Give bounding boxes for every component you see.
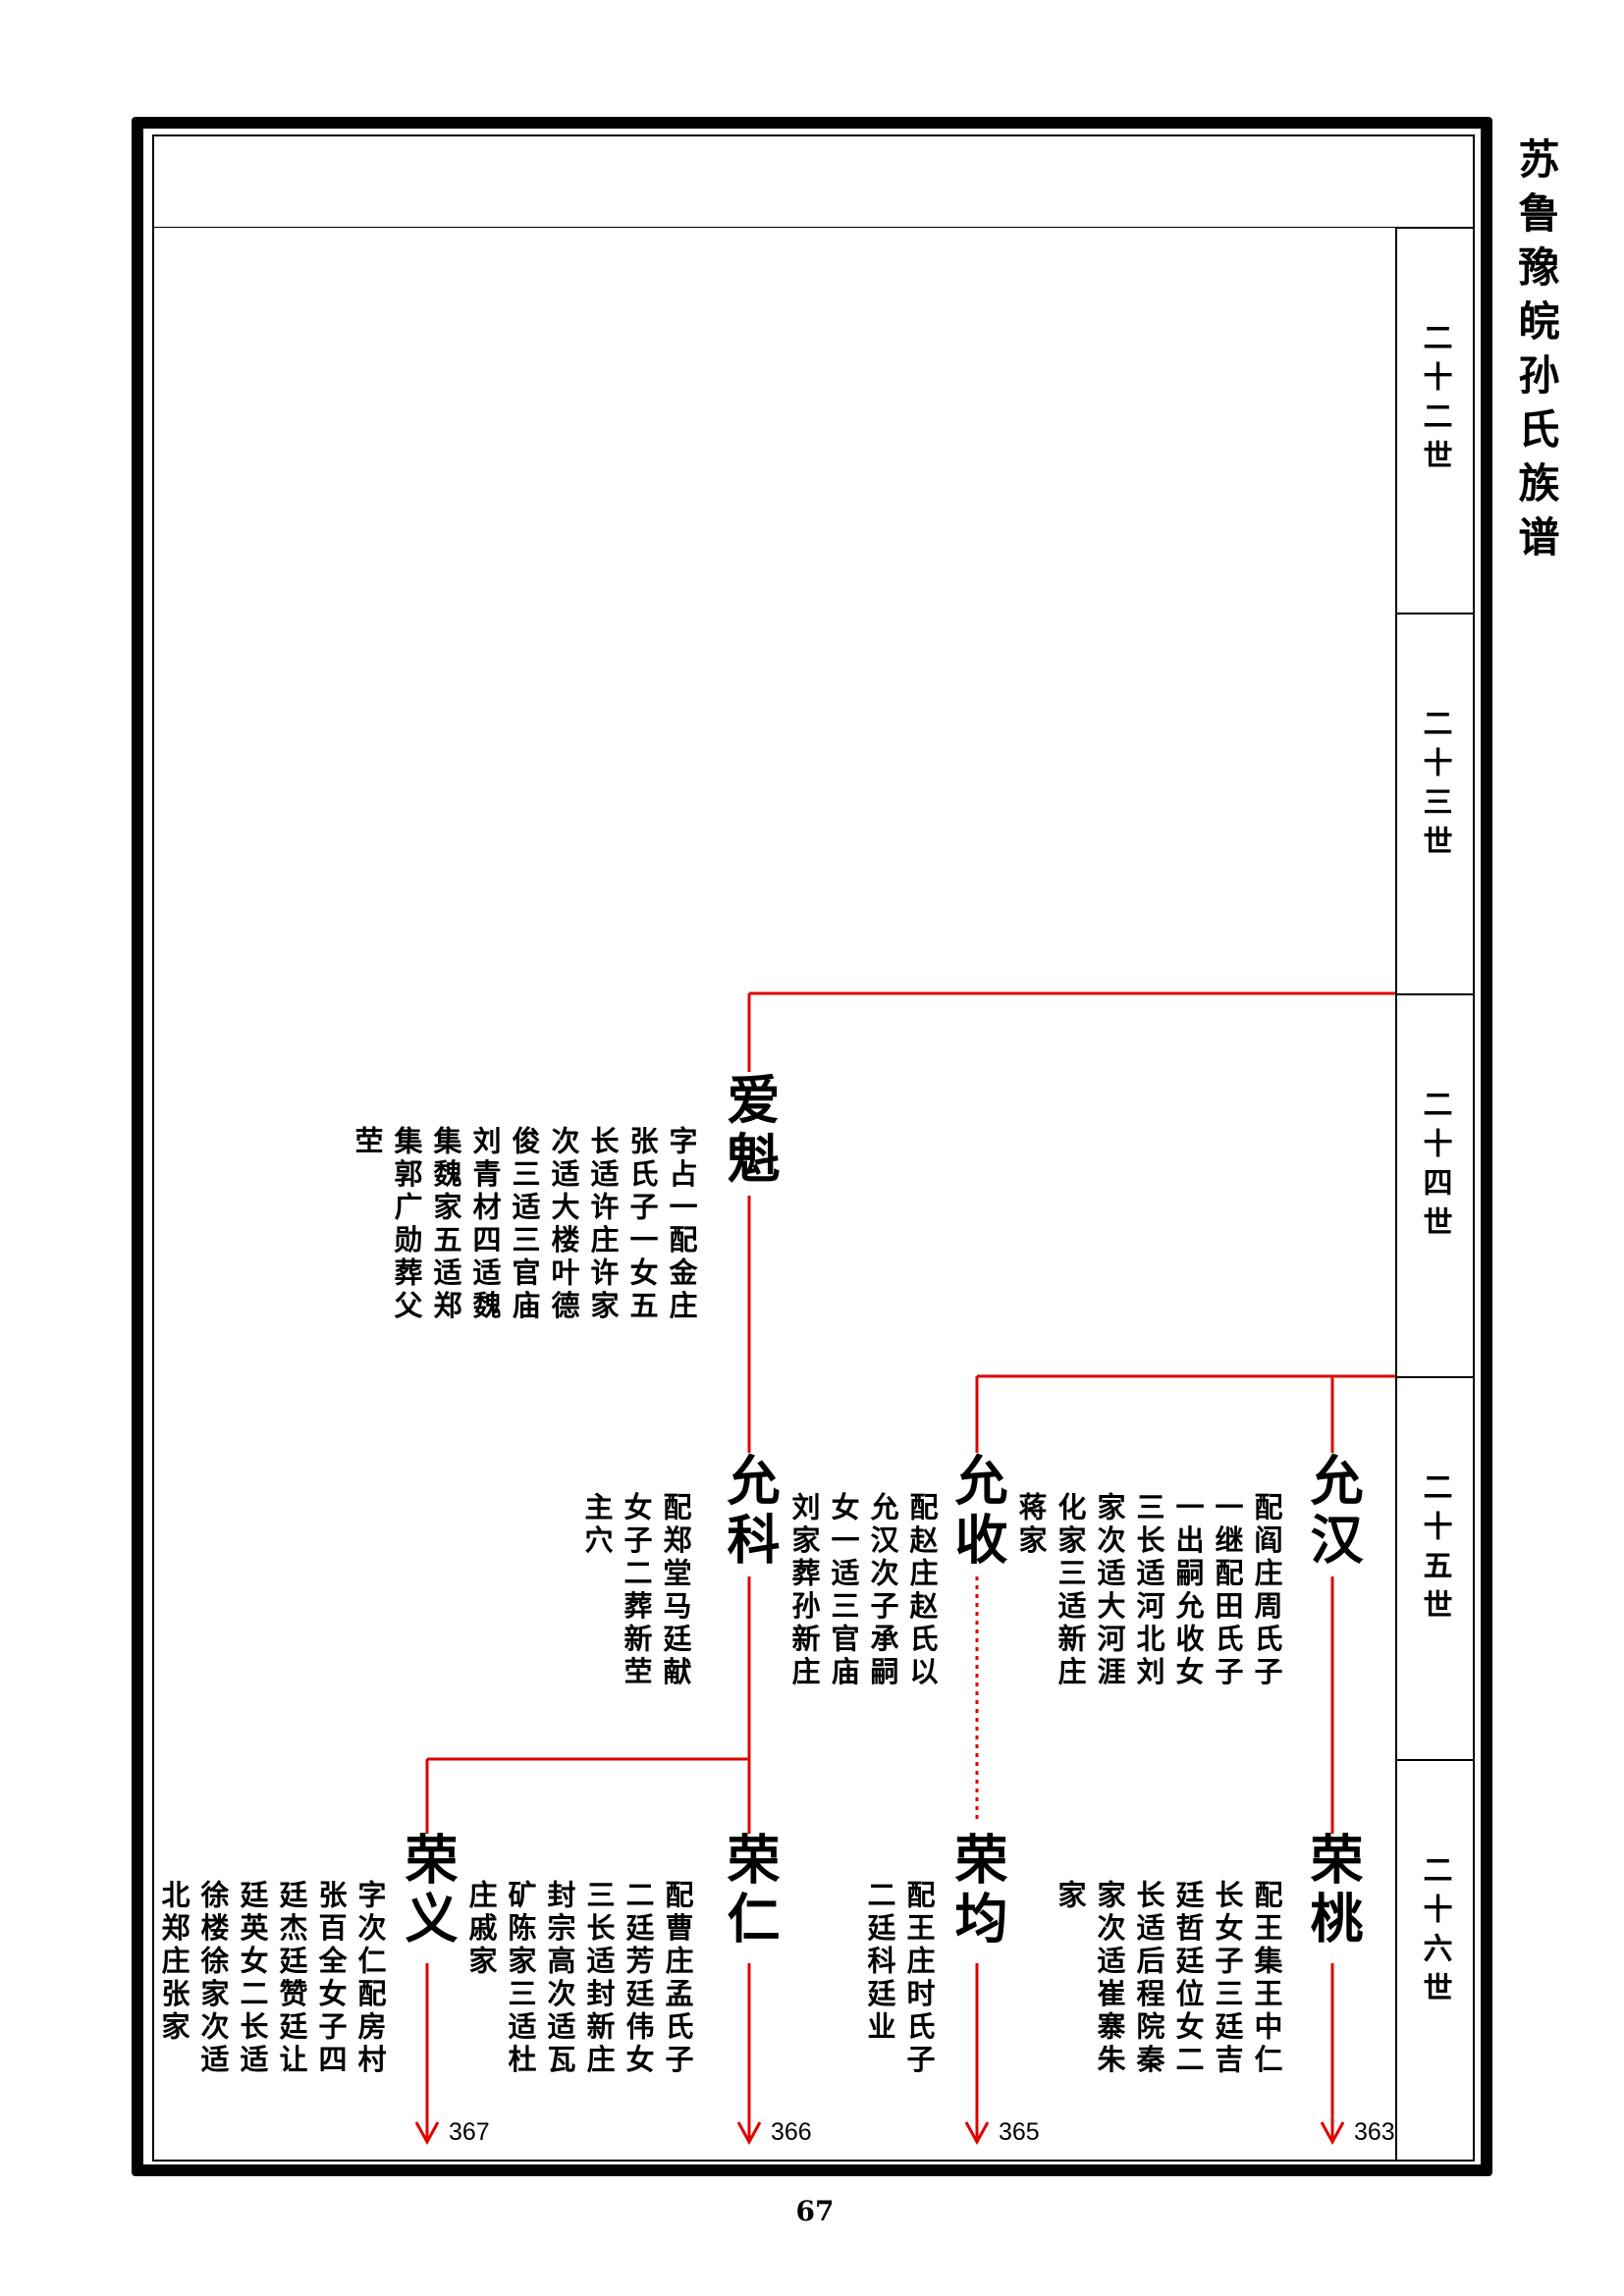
bio-column: 张百全女子四 xyxy=(314,1880,348,2077)
bio-column: 三长适封新庄 xyxy=(582,1880,616,2077)
bio-column: 化家三适新庄 xyxy=(1054,1492,1087,1689)
person-name-rongren: 荣仁 xyxy=(718,1832,781,1949)
person-bio-rongyi: 字次仁配房村张百全女子四廷杰廷赞廷让廷英女二长适徐楼徐家次适北郑庄张家 xyxy=(154,1880,390,2077)
bio-column: 字次仁配房村 xyxy=(353,1880,387,2077)
bio-column: 家次适崔寨朱 xyxy=(1093,1880,1126,2077)
bio-column: 二廷芳廷伟女 xyxy=(622,1880,655,2077)
bio-column: 配王庄时氏子 xyxy=(902,1880,936,2077)
bio-column: 配阎庄周氏子 xyxy=(1250,1492,1283,1689)
continuation-page-ref[interactable]: 366 xyxy=(771,2118,812,2146)
person-name-rongyi: 荣义 xyxy=(396,1832,459,1949)
bio-column: 刘家葬孙新庄 xyxy=(787,1492,821,1689)
generation-label-22: 二十二世 xyxy=(1395,227,1473,614)
outer-border xyxy=(132,117,1492,2176)
bio-column: 女一适三官庙 xyxy=(827,1492,860,1689)
person-bio-yunhan: 配阎庄周氏子一继配田氏子一出嗣允收女三长适河北刘家次适大河涯化家三适新庄蒋家 xyxy=(1011,1492,1286,1689)
bio-column: 长女子三廷吉 xyxy=(1211,1880,1244,2077)
bio-column: 蒋家 xyxy=(1014,1492,1048,1558)
generation-text: 二十三世 xyxy=(1417,708,1452,865)
bio-column: 主穴 xyxy=(580,1492,614,1558)
bio-column: 徐楼徐家次适 xyxy=(196,1880,230,2077)
person-bio-aikui: 字占一配金庄张氏子一女五长适许庄许家次适大楼叶德俊三适三官庙刘青材四适魏集魏家五… xyxy=(348,1126,701,1323)
person-bio-rongren: 配曹庄孟氏子二廷芳廷伟女三长适封新庄封宗高次适瓦矿陈家三适杜庄戚家 xyxy=(461,1880,697,2077)
bio-column: 一出嗣允收女 xyxy=(1171,1492,1205,1689)
continuation-page-ref[interactable]: 365 xyxy=(999,2118,1040,2146)
page-number: 67 xyxy=(795,2195,835,2227)
bio-column: 廷杰廷赞廷让 xyxy=(275,1880,308,2077)
bio-column: 配曹庄孟氏子 xyxy=(661,1880,694,2077)
bio-column: 庄戚家 xyxy=(464,1880,498,1979)
bio-column: 长适后程院秦 xyxy=(1132,1880,1165,2077)
person-name-yunshou: 允收 xyxy=(946,1453,1008,1571)
person-bio-rongjun: 配王庄时氏子二廷科廷业 xyxy=(860,1880,939,2077)
bio-column: 封宗高次适瓦 xyxy=(543,1880,576,2077)
generation-label-25: 二十五世 xyxy=(1395,1376,1473,1759)
person-name-yunhan: 允汉 xyxy=(1301,1453,1364,1571)
bio-column: 家次适大河涯 xyxy=(1093,1492,1126,1689)
bio-column: 女子二葬新茔 xyxy=(620,1492,653,1689)
bio-column: 廷哲廷位女二 xyxy=(1171,1880,1205,2077)
generation-text: 二十四世 xyxy=(1417,1089,1452,1246)
bio-column: 配王集王中仁 xyxy=(1250,1880,1283,2077)
person-bio-yunshou: 配赵庄赵氏以允汉次子承嗣女一适三官庙刘家葬孙新庄 xyxy=(785,1492,942,1689)
generation-column-divider xyxy=(1395,227,1397,2160)
bio-column: 次适大楼叶德 xyxy=(547,1126,580,1323)
continuation-page-ref[interactable]: 367 xyxy=(449,2118,490,2146)
bio-column: 矿陈家三适杜 xyxy=(504,1880,537,2077)
bio-column: 长适许庄许家 xyxy=(586,1126,620,1323)
bio-column: 北郑庄张家 xyxy=(157,1880,190,2045)
bio-column: 廷英女二长适 xyxy=(236,1880,269,2077)
header-divider xyxy=(152,227,1473,228)
bio-column: 三长适河北刘 xyxy=(1132,1492,1165,1689)
bio-column: 集魏家五适郑 xyxy=(429,1126,462,1323)
generation-label-26: 二十六世 xyxy=(1395,1759,1473,2160)
bio-column: 配赵庄赵氏以 xyxy=(905,1492,939,1689)
bio-column: 集郭广勋葬父 xyxy=(390,1126,423,1323)
bio-column: 茔 xyxy=(351,1126,384,1159)
continuation-page-ref[interactable]: 363 xyxy=(1354,2118,1395,2146)
bio-column: 字占一配金庄 xyxy=(665,1126,698,1323)
person-bio-rongtao: 配王集王中仁长女子三廷吉廷哲廷位女二长适后程院秦家次适崔寨朱家 xyxy=(1051,1880,1286,2077)
bio-column: 允汉次子承嗣 xyxy=(866,1492,899,1689)
inner-border xyxy=(152,134,1475,2162)
bio-column: 刘青材四适魏 xyxy=(468,1126,502,1323)
person-name-yunke: 允科 xyxy=(718,1453,781,1571)
bio-column: 张氏子一女五 xyxy=(625,1126,659,1323)
bio-column: 俊三适三官庙 xyxy=(508,1126,541,1323)
person-name-rongjun: 荣均 xyxy=(946,1832,1008,1949)
book-title: 苏鲁豫皖孙氏族谱 xyxy=(1512,137,1560,569)
person-name-rongtao: 荣桃 xyxy=(1301,1832,1364,1949)
person-bio-yunke: 配郑堂马廷献女子二葬新茔主穴 xyxy=(577,1492,695,1689)
person-name-aikui: 爱魁 xyxy=(718,1072,781,1190)
bio-column: 二廷科廷业 xyxy=(863,1880,896,2045)
bio-column: 配郑堂马廷献 xyxy=(659,1492,692,1689)
generation-label-24: 二十四世 xyxy=(1395,993,1473,1376)
bio-column: 一继配田氏子 xyxy=(1211,1492,1244,1689)
generation-label-23: 二十三世 xyxy=(1395,613,1473,993)
generation-text: 二十六世 xyxy=(1417,1854,1452,2011)
bio-column: 家 xyxy=(1054,1880,1087,1913)
generation-text: 二十五世 xyxy=(1417,1471,1452,1629)
generation-text: 二十二世 xyxy=(1417,322,1452,479)
